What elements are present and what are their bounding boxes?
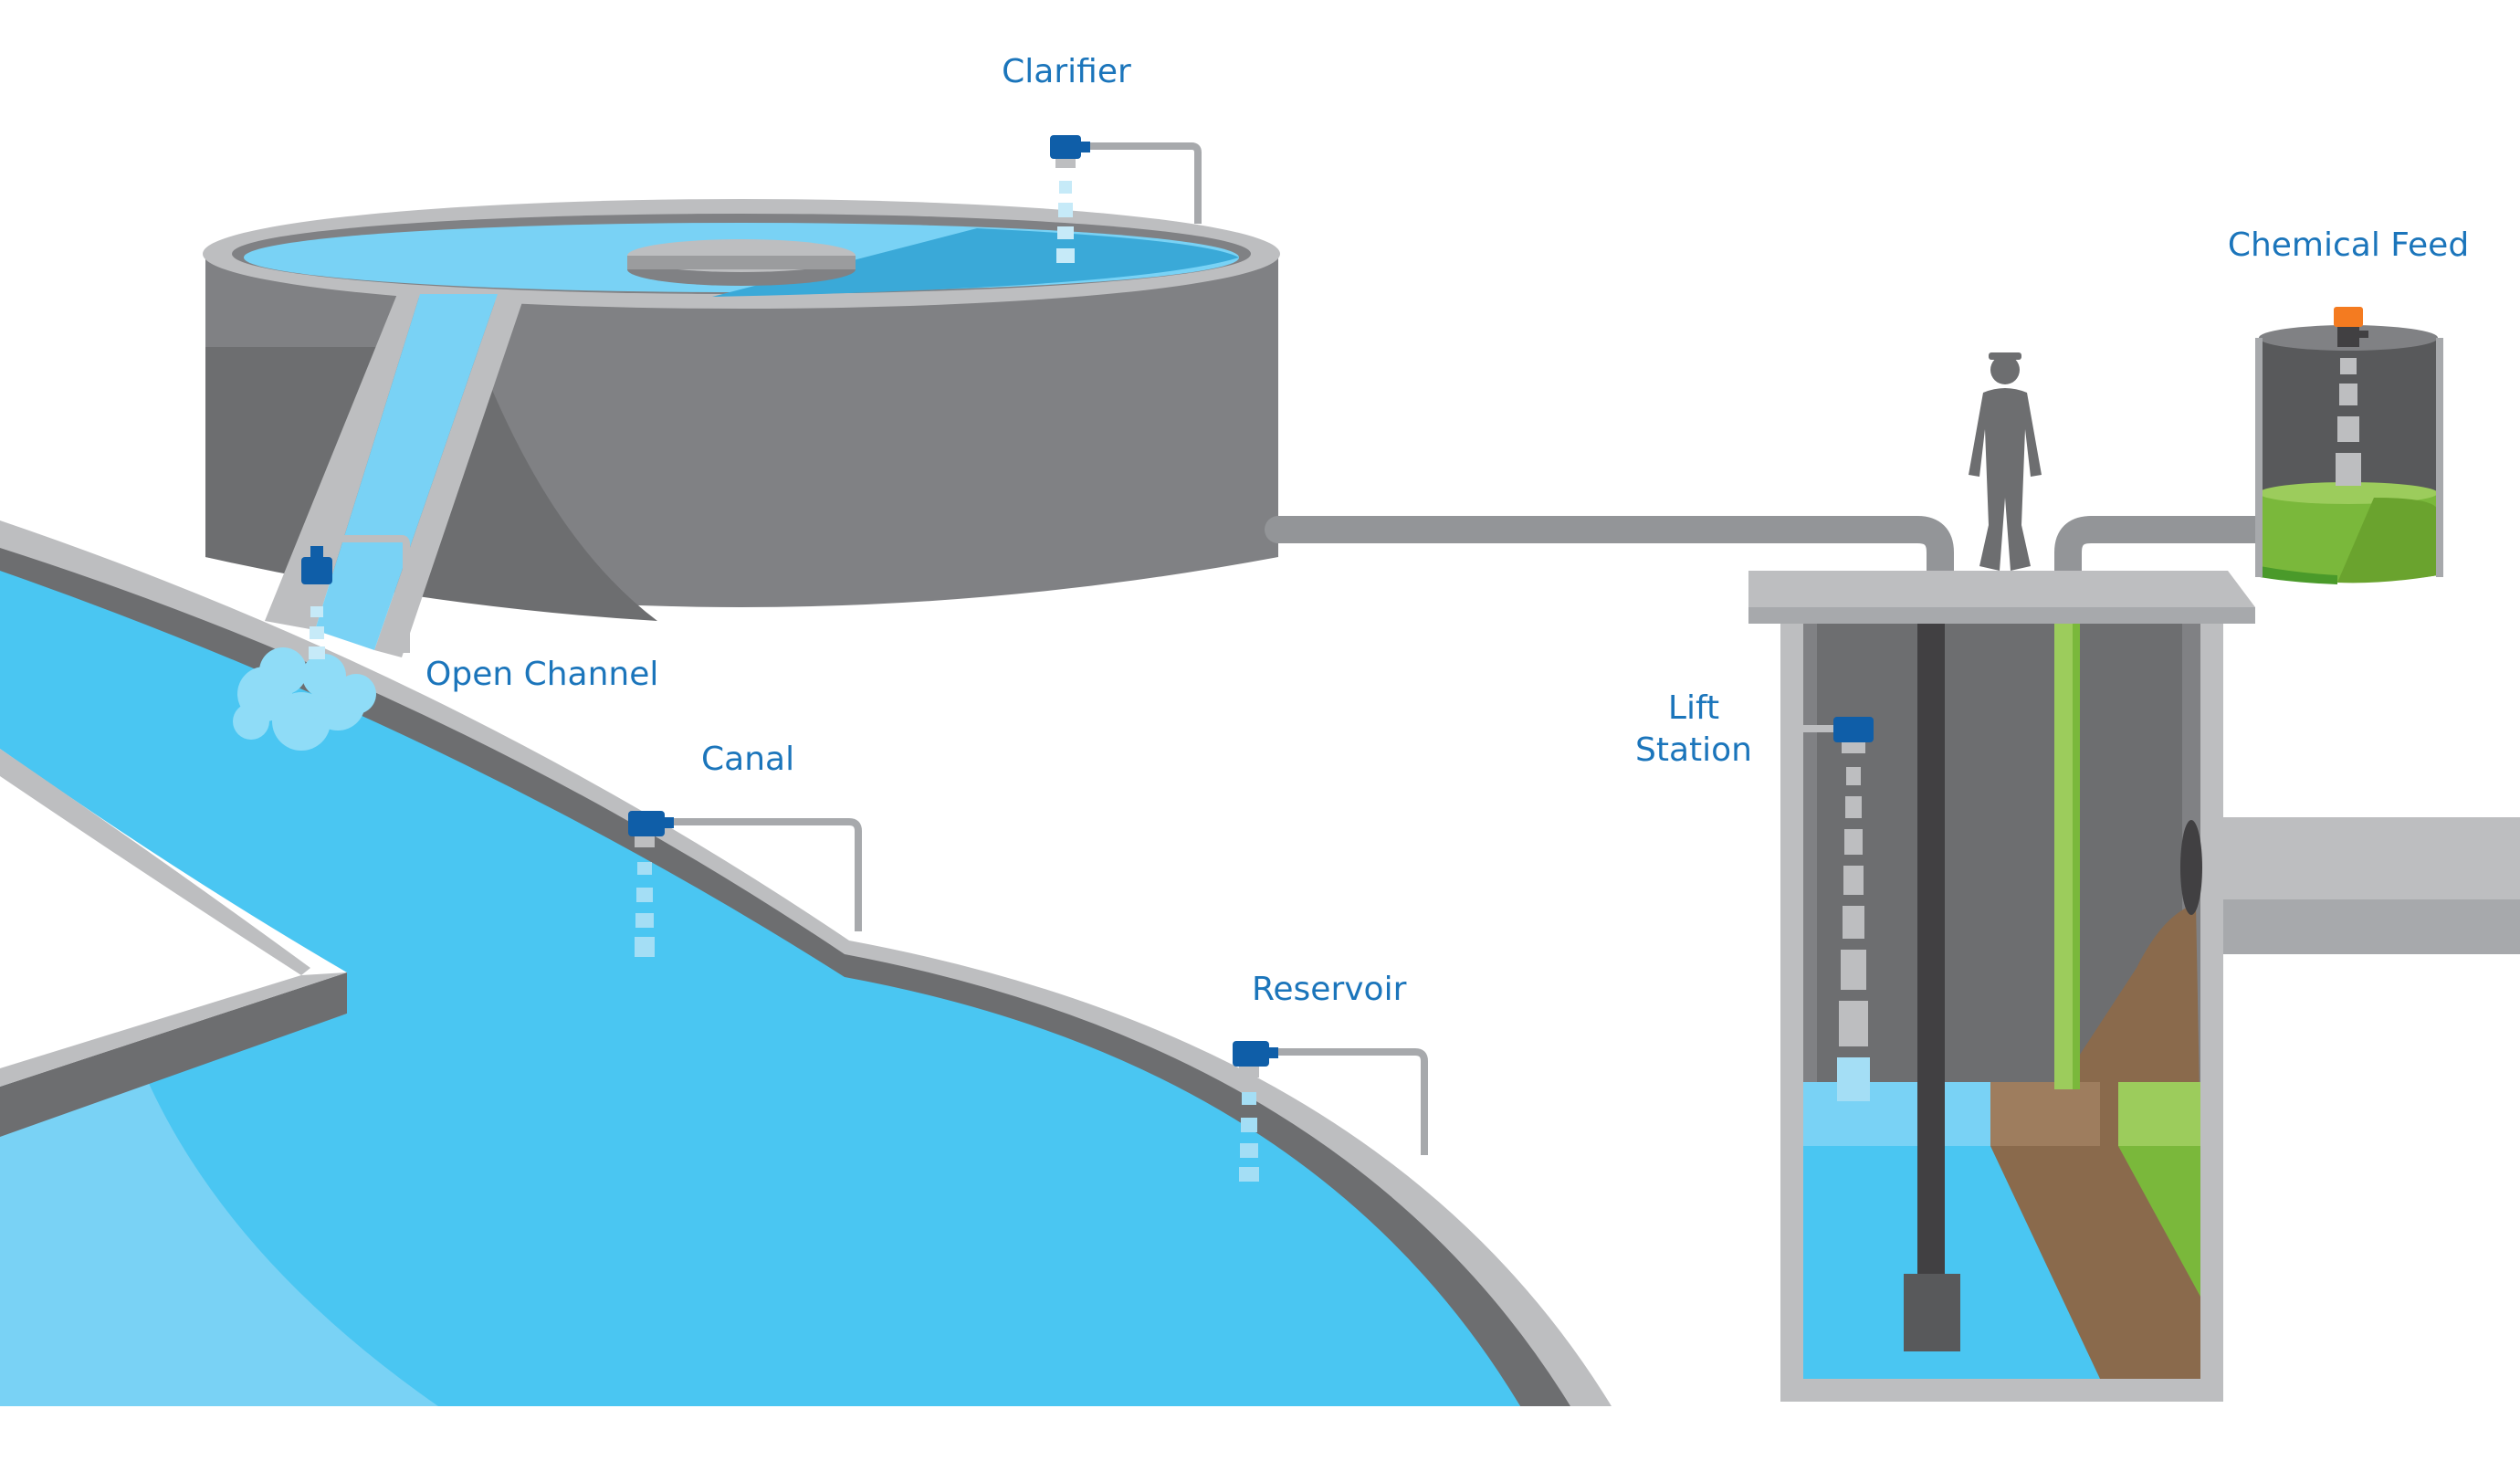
canal-sensor[interactable] (628, 811, 862, 957)
open-channel-sensor[interactable] (301, 535, 410, 659)
open-channel-chute (233, 294, 525, 751)
lift-station (1748, 571, 2255, 1402)
chemical-feed-label: Chemical Feed (2228, 226, 2469, 264)
reservoir-basin (0, 520, 1612, 1406)
lift-station-label-line1: Lift (1668, 689, 1719, 727)
open-channel-label: Open Channel (425, 656, 658, 693)
chemical-feed-sensor[interactable] (2334, 307, 2368, 486)
canal-label: Canal (701, 741, 794, 778)
clarifier-sensor[interactable] (1050, 135, 1202, 263)
lift-station-label-line2: Station (1635, 731, 1752, 769)
pipes (1265, 516, 2520, 954)
clarifier-label: Clarifier (1002, 53, 1131, 90)
worker-figure (1969, 352, 2042, 571)
reservoir-label: Reservoir (1252, 971, 1407, 1008)
lift-station-sensor[interactable] (1803, 717, 1874, 1101)
reservoir-sensor[interactable] (1233, 1041, 1428, 1182)
splash-foam (233, 647, 376, 751)
